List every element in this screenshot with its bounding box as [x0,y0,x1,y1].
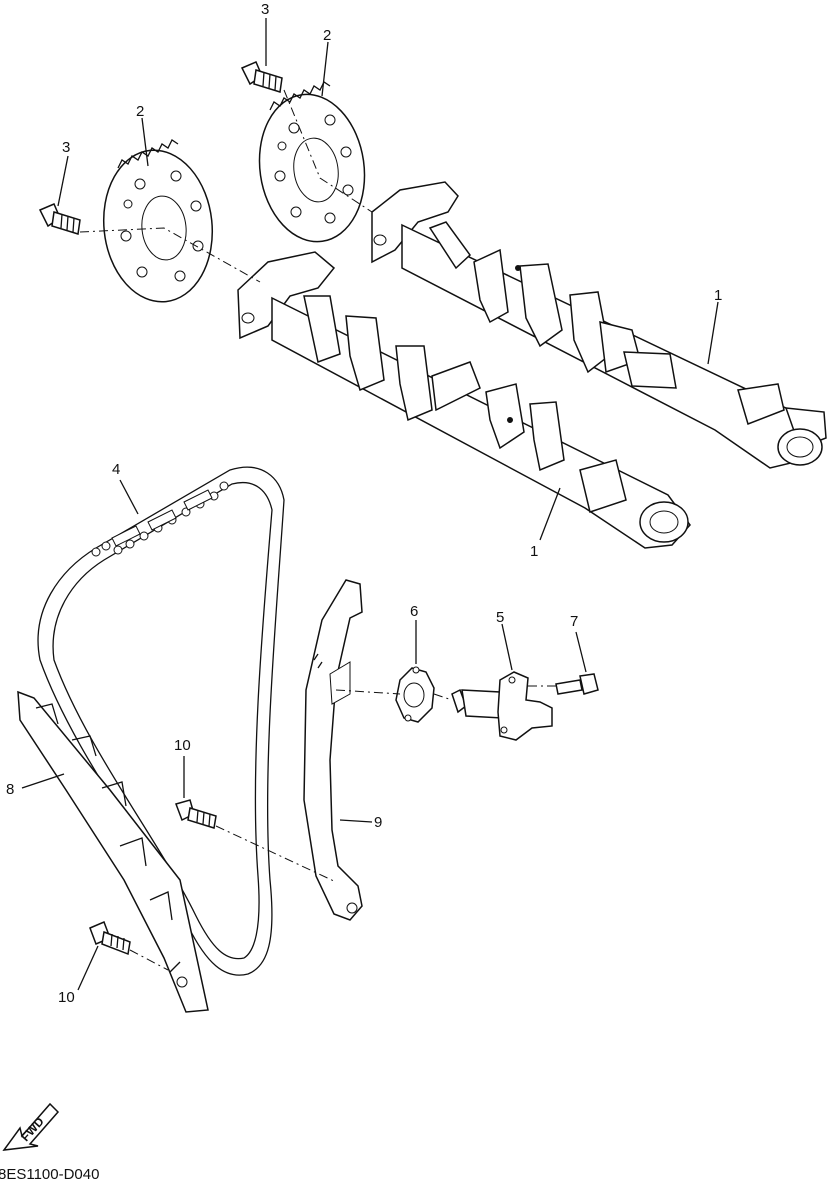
timing-chain [37,466,285,976]
guide-bolt-upper [175,799,217,829]
assembly-lines [79,89,556,971]
tensioner-bolt [555,673,599,695]
cam-sprocket-lower [102,139,214,303]
guide-bolt-lower [89,921,131,956]
callout-chain: 4 [112,461,120,478]
callout-tensioner: 5 [496,609,504,626]
callout-guide-exhaust: 8 [6,781,14,798]
callout-sprocket-lower: 2 [136,103,144,120]
camshaft-upper [371,181,827,469]
leader-lines [21,18,719,991]
callout-camshaft-lower: 1 [530,543,538,560]
fwd-arrow-icon: FWD [2,1102,60,1151]
chain-guide-intake [303,579,363,921]
callout-bolt-lower: 3 [62,139,70,156]
chain-tensioner [451,671,553,741]
callout-tensioner-bolt: 7 [570,613,578,630]
callout-bolt-upper: 3 [261,1,269,18]
callout-guide-intake: 9 [374,814,382,831]
camshaft-lower [237,251,691,549]
sprocket-bolt-upper [240,61,283,93]
callout-sprocket-upper: 2 [323,27,331,44]
diagram-code: 8ES1100-D040 [0,1166,99,1181]
sprocket-bolt-lower [38,203,81,235]
tensioner-gasket [395,666,435,723]
callout-camshaft-upper: 1 [714,287,722,304]
cam-sprocket-upper [258,81,366,243]
callout-guide-bolt-lower: 10 [58,989,75,1006]
callout-guide-bolt-upper: 10 [174,737,191,754]
chain-guide-exhaust [17,690,209,1013]
callout-gasket: 6 [410,603,418,620]
